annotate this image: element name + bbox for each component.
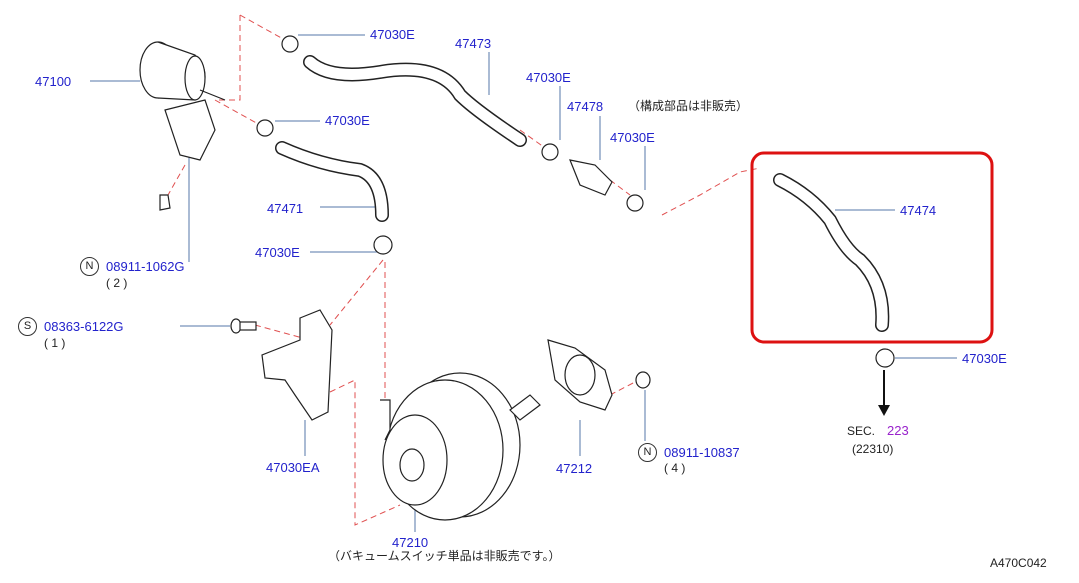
label-47030ea[interactable]: 47030EA xyxy=(266,460,320,475)
label-47100[interactable]: 47100 xyxy=(35,74,72,89)
sec-prefix: SEC. xyxy=(847,424,876,438)
sec-sub: (22310) xyxy=(852,442,894,456)
highlight-box-47474 xyxy=(750,151,994,344)
label-47030e-valve-right[interactable]: 47030E xyxy=(610,130,655,145)
dashed-guide-lines xyxy=(167,14,761,526)
label-47030e-right[interactable]: 47030E xyxy=(962,351,1007,366)
label-47471[interactable]: 47471 xyxy=(267,201,304,216)
label-47473[interactable]: 47473 xyxy=(455,36,492,51)
label-47212[interactable]: 47212 xyxy=(556,461,593,476)
label-47030e-lower[interactable]: 47030E xyxy=(255,245,300,260)
booster-note: （バキュームスイッチ単品は非販売です。） xyxy=(328,549,561,563)
arrow-down-icon xyxy=(878,370,890,416)
label-08911-10837[interactable]: 08911-10837 xyxy=(664,445,740,460)
part-drawings xyxy=(139,35,895,521)
n-symbol-icon: N xyxy=(80,257,99,276)
label-08911-1062g[interactable]: 08911-1062G xyxy=(106,259,185,274)
s-symbol-icon: S xyxy=(18,317,37,336)
label-47478[interactable]: 47478 xyxy=(567,99,604,114)
sec-link-223[interactable]: 223 xyxy=(887,423,909,438)
label-08363-6122g[interactable]: 08363-6122G xyxy=(44,319,124,334)
qty-08911-1062g: ( 2 ) xyxy=(106,276,128,290)
label-47030e-valve-left[interactable]: 47030E xyxy=(526,70,571,85)
label-47030e-mid[interactable]: 47030E xyxy=(325,113,370,128)
n-symbol-icon: N xyxy=(638,443,657,462)
qty-08363-6122g: ( 1 ) xyxy=(44,336,66,350)
label-47030e-top[interactable]: 47030E xyxy=(370,27,415,42)
hose-47474 xyxy=(773,173,890,332)
label-47210[interactable]: 47210 xyxy=(392,535,429,550)
diagram-code: A470C042 xyxy=(990,556,1047,570)
valve-note: （構成部品は非販売） xyxy=(628,99,749,113)
qty-08911-10837: ( 4 ) xyxy=(664,461,686,475)
canister-47100 xyxy=(139,41,226,211)
label-47474[interactable]: 47474 xyxy=(900,203,937,218)
leader-lines xyxy=(90,34,957,532)
